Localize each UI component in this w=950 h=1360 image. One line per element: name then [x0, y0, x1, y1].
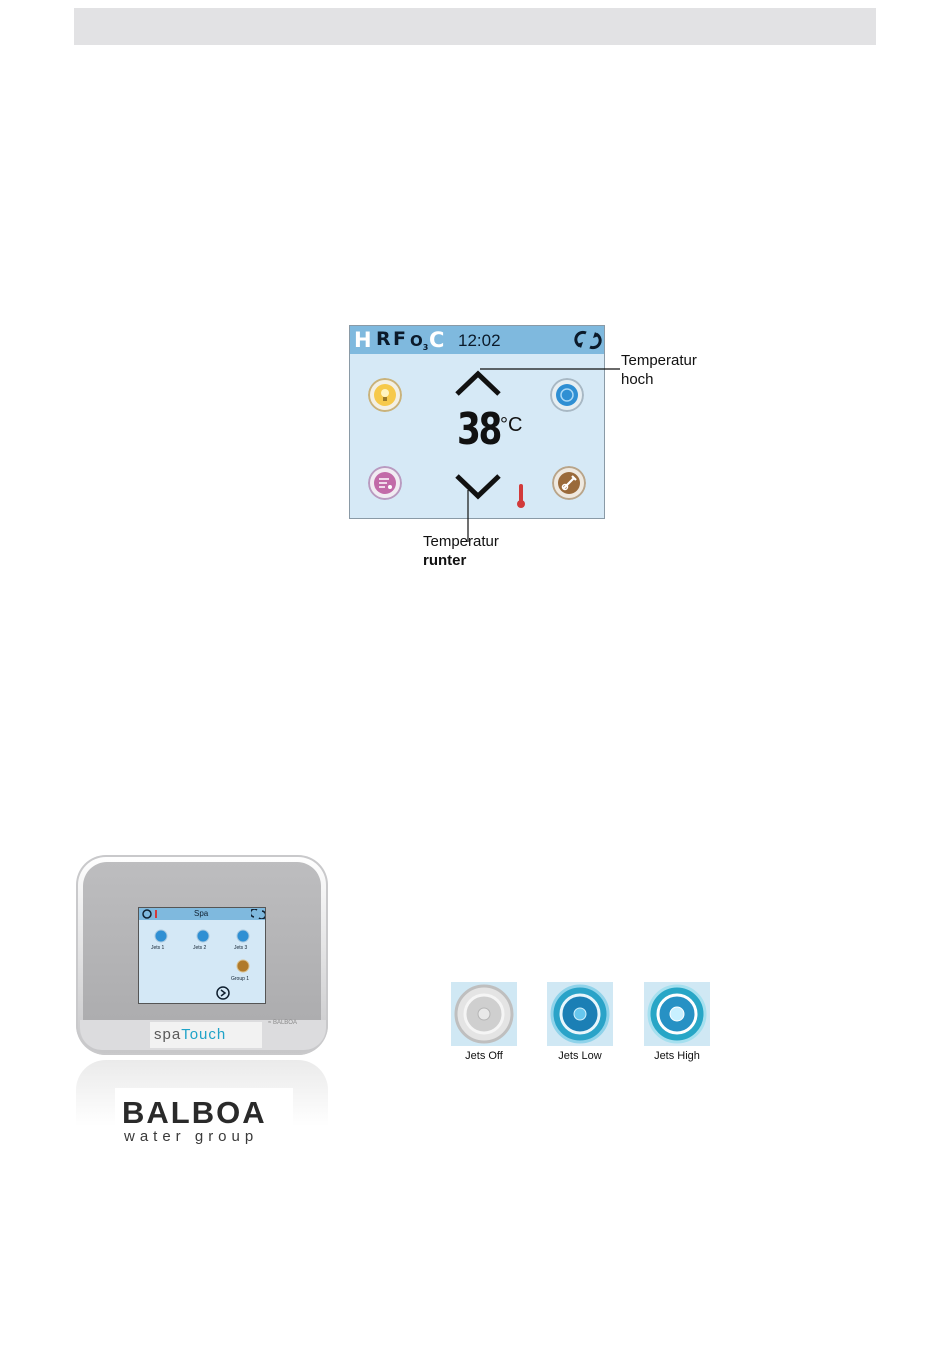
balboa-logo-text: BALBOA — [122, 1095, 267, 1131]
jets-low-tile — [547, 982, 613, 1046]
mini-jets-3-label: Jets 3 — [234, 945, 247, 951]
jets-low-label: Jets Low — [535, 1050, 625, 1062]
jets-high-label: Jets High — [632, 1050, 722, 1062]
balboa-logo-subtext: water group — [124, 1128, 258, 1145]
callout-up-line1: Temperatur — [621, 351, 697, 370]
mini-jets-3-icon — [236, 929, 250, 943]
flip-screen-icon[interactable] — [574, 330, 602, 350]
jets-off-icon — [451, 982, 517, 1046]
jets-high-tile — [644, 982, 710, 1046]
jets-high-icon — [644, 982, 710, 1046]
status-ready-indicator: R — [376, 328, 391, 350]
device-maker-small: ≈ BALBOA — [268, 1020, 297, 1026]
mini-next-arrow-icon — [216, 986, 230, 1000]
spatouch-brand: spaTouch — [154, 1026, 226, 1043]
jets-off-tile — [451, 982, 517, 1046]
mini-flip-icon — [251, 909, 265, 919]
callout-up-line2: hoch — [621, 370, 697, 389]
mini-group-icon — [236, 959, 250, 973]
status-filter-indicator: F — [393, 328, 406, 350]
status-heater-indicator: H — [354, 328, 372, 352]
clock-display: 12:02 — [458, 331, 501, 351]
mini-timer-icon — [142, 909, 160, 919]
callout-down-line1: Temperatur — [423, 532, 499, 551]
mini-screen-title: Spa — [194, 909, 208, 918]
mini-jets-1-label: Jets 1 — [151, 945, 164, 951]
device-mini-screen: Spa Jets 1 Jets 2 Jets 3 Group 1 — [138, 907, 266, 1004]
callout-down-line2: runter — [423, 551, 499, 570]
mini-jets-2-icon — [196, 929, 210, 943]
music-icon[interactable] — [368, 466, 402, 500]
light-bulb-icon[interactable] — [368, 378, 402, 412]
status-circulation-indicator: C — [429, 328, 444, 352]
callout-temperature-up: Temperatur hoch — [621, 351, 697, 389]
page-header-bar — [74, 8, 876, 45]
mini-group-label: Group 1 — [231, 976, 249, 982]
jets-off-label: Jets Off — [439, 1050, 529, 1062]
mini-jets-1-icon — [154, 929, 168, 943]
status-ozone-indicator: O3 — [410, 332, 428, 352]
jets-low-icon — [547, 982, 613, 1046]
callout-lines — [460, 360, 630, 550]
callout-temperature-down: Temperatur runter — [423, 532, 499, 570]
mini-jets-2-label: Jets 2 — [193, 945, 206, 951]
